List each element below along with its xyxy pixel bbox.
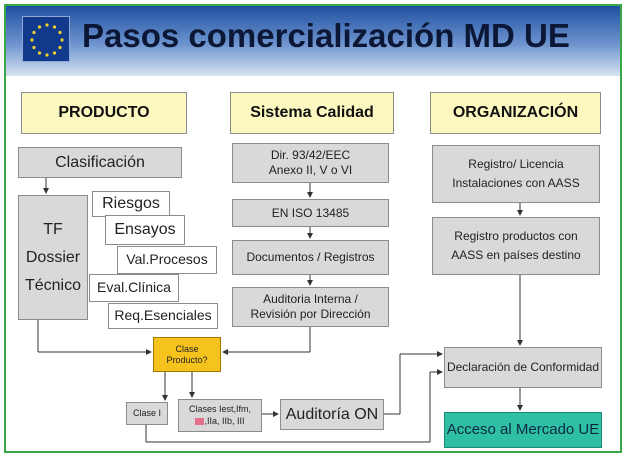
dossier-label: Dossier [25, 248, 81, 266]
slide-frame [4, 4, 622, 453]
registro-line-1: Registro/ Licencia [468, 157, 564, 171]
box-declaracion-conformidad: Declaración de Conformidad [444, 347, 602, 388]
header-sistema-calidad: Sistema Calidad [230, 92, 394, 134]
box-clases-superiores: Clases Iest,Ifm, ,IIa, IIb, III [178, 399, 262, 432]
clase-producto-line-1: Clase [175, 344, 199, 355]
pink-mark-icon [195, 417, 205, 425]
directiva-line-1: Dir. 93/42/EEC [270, 148, 351, 162]
title-bar [6, 6, 620, 76]
box-acceso-mercado: Acceso al Mercado UE [444, 412, 602, 448]
auditoria-line-1: Auditoria Interna / [263, 292, 358, 306]
box-auditoria-on: Auditoría ON [280, 399, 384, 430]
box-ensayos: Ensayos [105, 215, 185, 245]
clases-line-2: ,IIa, IIb, III [195, 416, 245, 427]
page-title: Pasos comercialización MD UE [82, 17, 570, 54]
eu-stars [30, 23, 64, 57]
box-auditoria-interna: Auditoria Interna / Revisión por Direcci… [232, 287, 389, 327]
tecnico-label: Técnico [24, 276, 82, 294]
box-registro-productos: Registro productos con AASS en países de… [432, 217, 600, 275]
tf-label: TF [43, 220, 63, 238]
clases-line-1: Clases Iest,Ifm, [188, 404, 251, 415]
box-documentos-registros: Documentos / Registros [232, 240, 389, 275]
header-producto: PRODUCTO [21, 92, 187, 134]
decision-clase-producto: Clase Producto? [153, 337, 221, 372]
box-registro-licencia: Registro/ Licencia Instalaciones con AAS… [432, 145, 600, 203]
productos-line-2: AASS en países destino [451, 248, 581, 262]
clase-producto-line-2: Producto? [166, 354, 208, 365]
box-req-esenciales: Req.Esenciales [108, 303, 218, 329]
directiva-line-2: Anexo II, V o VI [268, 163, 353, 177]
box-clasificacion: Clasificación [18, 147, 182, 178]
box-directiva: Dir. 93/42/EEC Anexo II, V o VI [232, 143, 389, 183]
box-tf-dossier-tecnico: TF Dossier Técnico [18, 195, 88, 320]
productos-line-1: Registro productos con [454, 229, 578, 243]
registro-line-2: Instalaciones con AASS [452, 176, 580, 190]
box-eval-clinica: Eval.Clínica [89, 274, 179, 302]
eu-flag-icon [22, 16, 70, 62]
header-organizacion: ORGANIZACIÓN [430, 92, 601, 134]
box-val-procesos: Val.Procesos [117, 246, 217, 274]
box-en-iso: EN ISO 13485 [232, 199, 389, 227]
box-riesgos: Riesgos [92, 191, 170, 217]
box-clase-i: Clase I [126, 402, 168, 425]
auditoria-line-2: Revisión por Dirección [250, 307, 371, 321]
